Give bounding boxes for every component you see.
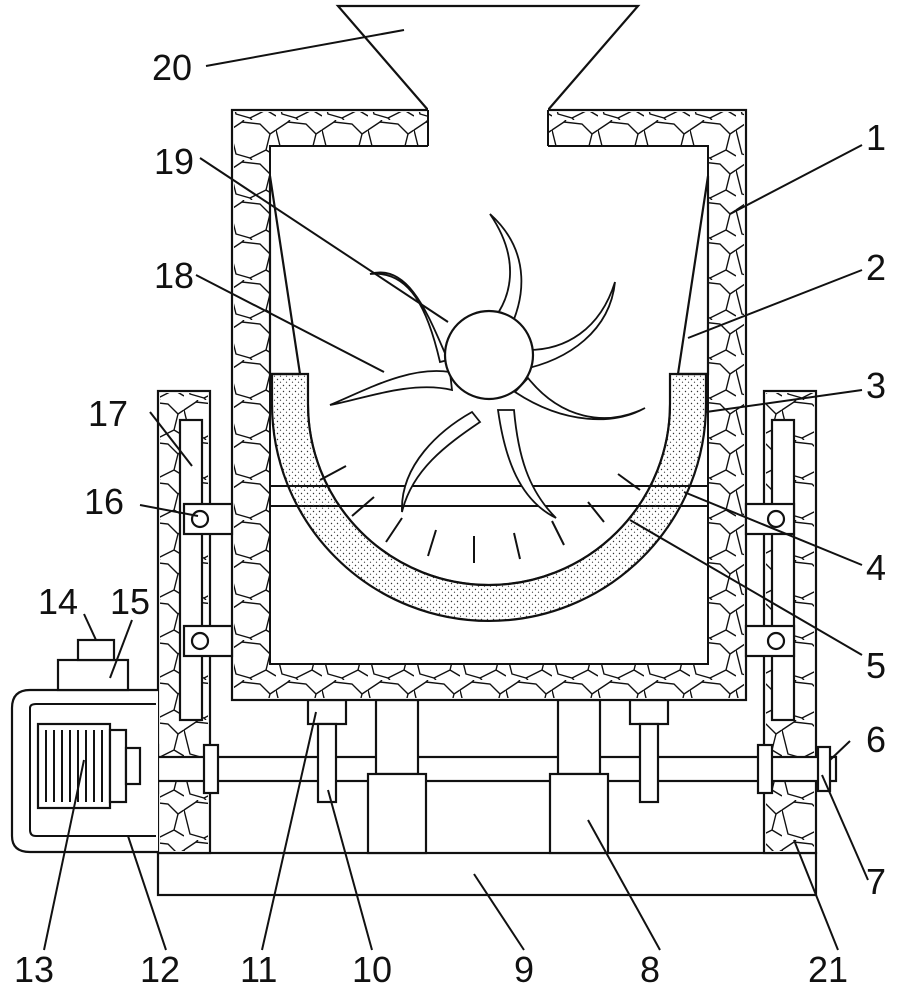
label-11: 11 [240,949,277,990]
right-hinge-lower [744,624,796,658]
label-7: 7 [866,861,886,902]
label-10: 10 [352,949,392,990]
label-5: 5 [866,645,886,686]
left-bearing [202,743,220,795]
shaft-end-cap [816,745,832,793]
right-hinge-upper [744,502,796,536]
right-push-rod [628,698,670,804]
base-plate [156,851,818,897]
label-12: 12 [140,949,180,990]
label-19: 19 [154,141,194,182]
inner-rail [269,485,709,507]
label-9: 9 [514,949,534,990]
label-20: 20 [152,47,192,88]
label-21: 21 [808,949,848,990]
right-bearing [756,743,774,795]
label-2: 2 [866,247,886,288]
left-hinge-lower [182,624,234,658]
label-3: 3 [866,365,886,406]
left-pillar [366,698,428,855]
label-4: 4 [866,547,886,588]
label-13: 13 [14,949,54,990]
label-18: 18 [154,255,194,296]
feed-hopper [335,4,641,112]
sieve-holes [319,465,641,563]
left-hinge-upper [182,502,234,536]
motor-cap [76,638,116,662]
leader-lines [43,29,869,951]
label-15: 15 [110,581,150,622]
label-1: 1 [866,117,886,158]
right-pillar [548,698,610,855]
label-17: 17 [88,393,128,434]
left-push-rod [306,698,348,804]
impeller [329,213,646,519]
left-column [156,389,212,855]
drive-shaft [138,755,838,783]
motor-mount [56,658,130,692]
label-16: 16 [84,481,124,522]
label-14: 14 [38,581,78,622]
motor-coil [36,722,142,810]
label-8: 8 [640,949,660,990]
sieve-basket [270,372,708,623]
label-6: 6 [866,719,886,760]
